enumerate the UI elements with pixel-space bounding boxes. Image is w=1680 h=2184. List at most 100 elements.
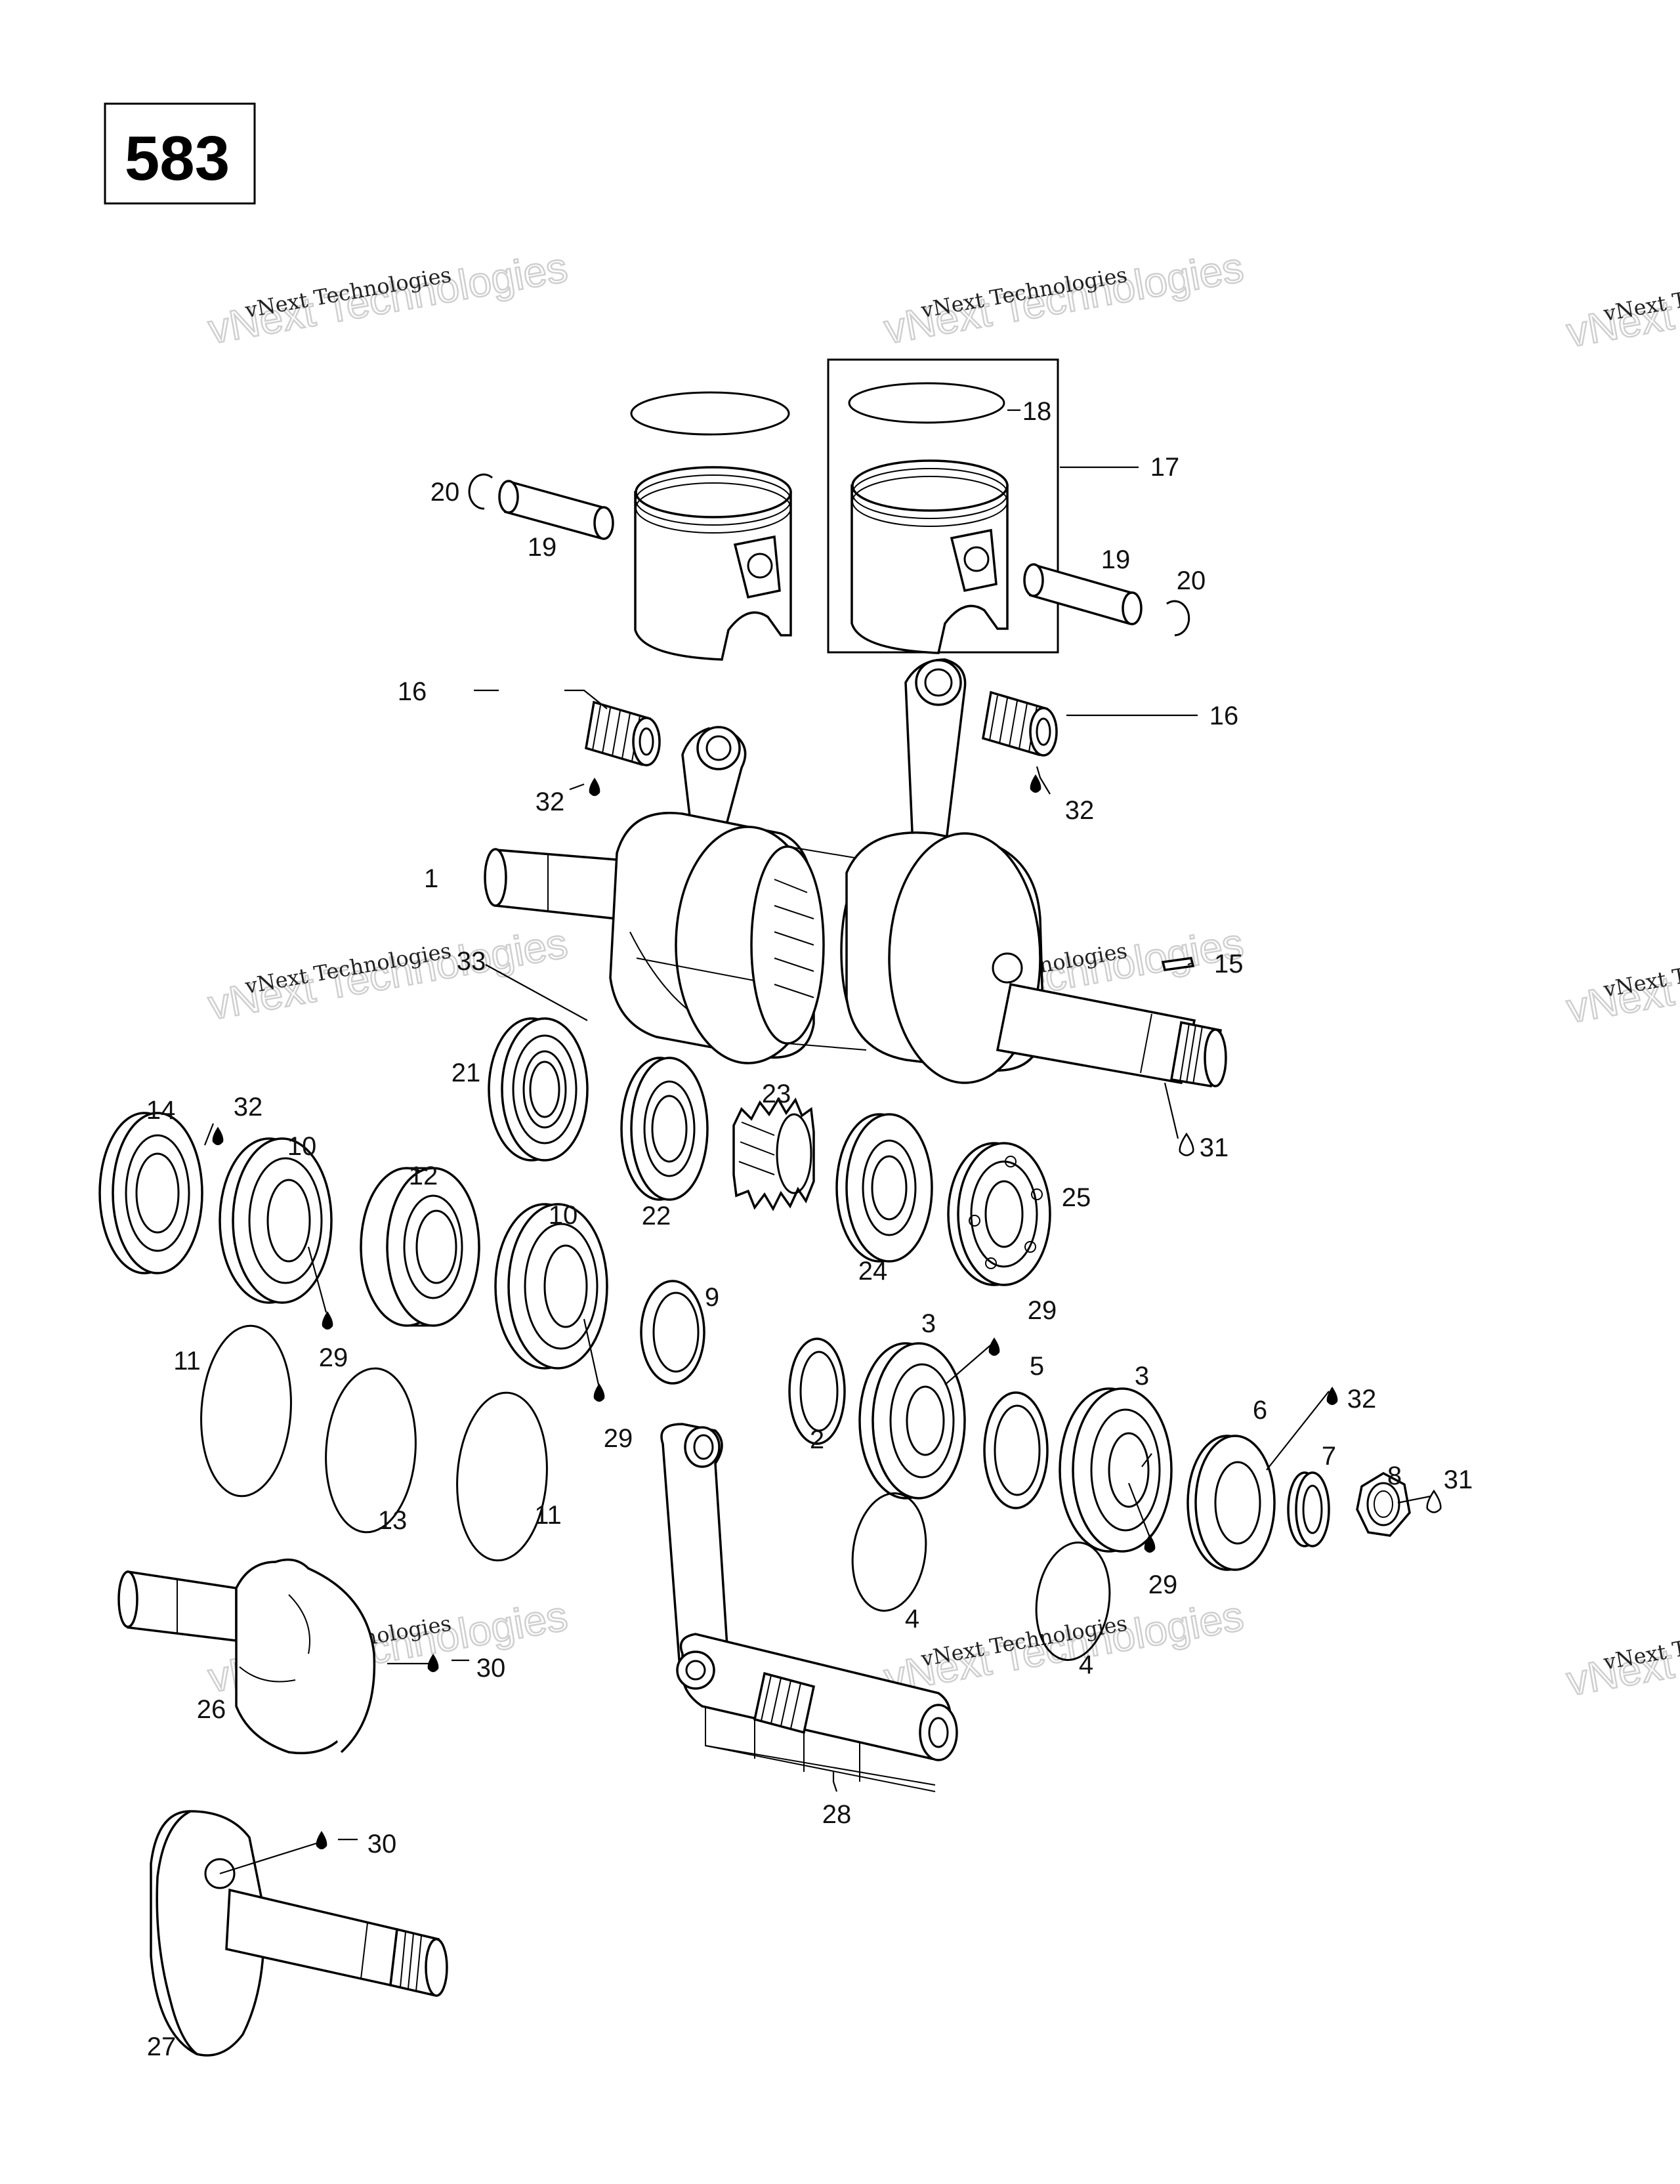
oil-drop-icon <box>1030 774 1041 793</box>
needle-bearing-left <box>585 700 661 766</box>
ball-bearing-10-right <box>494 1203 608 1370</box>
callout-1: 1 <box>424 864 438 893</box>
oil-seal-24 <box>835 1113 933 1263</box>
shim-2 <box>788 1337 846 1445</box>
oil-drop-icon <box>1144 1534 1156 1553</box>
callout-10: 10 <box>549 1201 578 1230</box>
nut-8 <box>1356 1471 1411 1537</box>
callout-20: 20 <box>1177 566 1206 595</box>
callout-30: 30 <box>476 1654 506 1683</box>
oil-drop-icon <box>1179 1132 1194 1156</box>
callout-31: 31 <box>1444 1465 1473 1494</box>
ball-bearing-12 <box>360 1167 480 1327</box>
ball-bearing-3-right <box>1059 1387 1173 1553</box>
callout-2: 2 <box>810 1425 824 1454</box>
woodruff-key <box>1161 957 1195 971</box>
callout-14: 14 <box>146 1096 176 1125</box>
watermark: vNext Technologies vNext Technologies <box>204 242 572 354</box>
watermark: vNext Technologies vNext Technologies <box>204 918 572 1030</box>
callout-17: 17 <box>1150 453 1180 482</box>
callout-33: 33 <box>457 947 486 976</box>
callout-24: 24 <box>858 1257 888 1286</box>
callout-13: 13 <box>378 1506 408 1535</box>
o-ring-4-left <box>851 1492 927 1612</box>
engine-code-text: 583 <box>125 123 230 194</box>
oil-drop-icon <box>212 1127 224 1145</box>
callout-27: 27 <box>147 2032 177 2061</box>
callout-29: 29 <box>319 1343 348 1372</box>
callout-8: 8 <box>1387 1461 1402 1490</box>
callout-12: 12 <box>409 1162 438 1190</box>
oil-drop-icon <box>322 1311 333 1330</box>
callout-21: 21 <box>452 1059 481 1087</box>
o-ring-13 <box>325 1367 417 1534</box>
ball-bearing-21 <box>488 1017 589 1162</box>
callout-4: 4 <box>1079 1650 1093 1679</box>
oil-drop-icon <box>988 1337 1000 1356</box>
watermark: vNext Technologies vNext Technologies <box>880 242 1248 354</box>
ball-bearing-3-left <box>858 1342 966 1500</box>
callout-16: 16 <box>398 677 427 706</box>
callout-9: 9 <box>705 1283 719 1312</box>
crankshaft-assembly <box>484 658 1227 1088</box>
callout-19: 19 <box>1101 545 1131 574</box>
callout-11: 11 <box>534 1501 562 1530</box>
crankshaft-half-27 <box>150 1810 448 2057</box>
engine-code-box: 583 <box>104 102 256 205</box>
callout-28: 28 <box>822 1800 852 1829</box>
watermark: vNext Technologies vNext Technologies <box>880 1591 1248 1702</box>
callout-5: 5 <box>1030 1352 1044 1381</box>
oil-seal-6 <box>1186 1435 1276 1571</box>
watermark: vNext Technologies vNext Technologies <box>1563 245 1680 357</box>
callout-29: 29 <box>1028 1296 1057 1325</box>
callout-19: 19 <box>528 533 557 562</box>
callout-29: 29 <box>604 1424 633 1453</box>
callout-10: 10 <box>287 1132 317 1161</box>
oil-drop-icon <box>1326 1387 1338 1405</box>
connecting-rod-28 <box>660 1423 958 1792</box>
oil-drop-icon <box>1426 1489 1442 1513</box>
callout-30: 30 <box>368 1830 397 1858</box>
oil-drop-icon <box>589 778 600 796</box>
leader-lines <box>203 409 1431 1875</box>
oil-seal-22 <box>620 1057 709 1201</box>
crankshaft-half-26 <box>117 1558 376 1755</box>
piston-pin-left <box>498 480 614 540</box>
callout-26: 26 <box>197 1695 226 1724</box>
drive-gear-23 <box>732 1097 815 1211</box>
shim-5 <box>983 1391 1049 1509</box>
callout-16: 16 <box>1209 702 1239 730</box>
callout-23: 23 <box>762 1080 791 1108</box>
o-ring-11-right <box>456 1391 548 1562</box>
callout-32: 32 <box>1065 796 1095 825</box>
callout-22: 22 <box>642 1202 671 1230</box>
needle-bearing-right <box>982 690 1058 757</box>
callout-6: 6 <box>1253 1396 1267 1425</box>
callout-7: 7 <box>1322 1442 1336 1471</box>
callout-29: 29 <box>1148 1570 1178 1599</box>
callout-31: 31 <box>1200 1133 1229 1162</box>
spacer-7 <box>1287 1471 1330 1547</box>
callout-4: 4 <box>905 1605 919 1633</box>
oil-drop-icon <box>316 1831 327 1849</box>
watermark: vNext Technologies vNext Technologies <box>1563 921 1680 1033</box>
watermark: vNext Technologies vNext Technologies <box>1563 1594 1680 1706</box>
piston-kit-box <box>827 358 1059 654</box>
shim-9 <box>640 1280 705 1385</box>
o-ring-4-right <box>1035 1542 1111 1661</box>
ball-bearing-10-left <box>219 1137 333 1304</box>
o-ring-11-left <box>200 1324 292 1498</box>
piston-right <box>848 382 1009 654</box>
callout-3: 3 <box>1135 1362 1149 1391</box>
callout-18: 18 <box>1022 397 1052 426</box>
circlip-left <box>468 473 493 510</box>
callout-20: 20 <box>430 478 460 507</box>
oil-seal-14 <box>98 1112 203 1274</box>
oil-drop-icon <box>427 1654 439 1672</box>
oil-drop-icon <box>593 1383 605 1402</box>
callout-11: 11 <box>173 1347 201 1376</box>
piston-pin-right <box>1023 563 1143 625</box>
callout-25: 25 <box>1062 1183 1091 1212</box>
callout-32: 32 <box>1347 1385 1377 1414</box>
